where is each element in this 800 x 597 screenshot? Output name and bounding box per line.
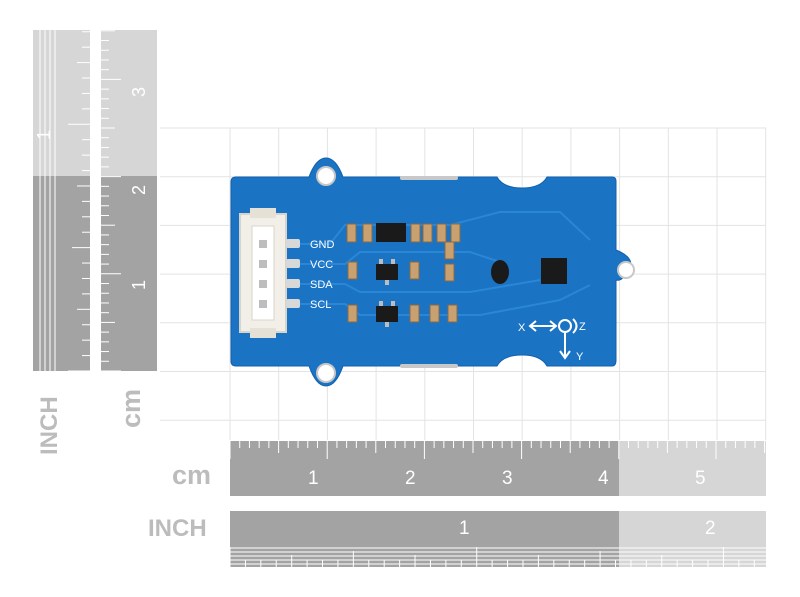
mounting-hole xyxy=(316,166,336,186)
left-cm-ruler: 1 2 3 xyxy=(101,30,157,372)
pin-label-sda: SDA xyxy=(310,279,333,291)
bottom-inch-unit-label: INCH xyxy=(148,515,207,542)
bottom-inch-tick-label-2: 2 xyxy=(705,518,716,539)
bottom-cm-ruler: 1 2 3 4 5 xyxy=(229,441,766,496)
left-cm-unit-label: cm xyxy=(116,389,146,428)
left-cm-tick-label-1: 1 xyxy=(129,280,149,290)
bottom-cm-tick-label-5: 5 xyxy=(695,468,706,489)
bottom-cm-tick-label-4: 4 xyxy=(598,468,609,489)
pin-label-gnd: GND xyxy=(310,239,335,251)
axis-label-y: Y xyxy=(576,351,584,363)
mounting-hole xyxy=(617,261,635,279)
left-cm-tick-label-2: 2 xyxy=(129,185,149,195)
left-inch-ruler: 1 xyxy=(33,30,90,372)
axis-indicator xyxy=(528,318,578,360)
left-inch-unit-label: INCH xyxy=(36,396,63,455)
grove-sensor-board: GND VCC SDA SCL xyxy=(230,157,635,387)
left-inch-tick-label-1: 1 xyxy=(34,130,54,140)
pin-label-vcc: VCC xyxy=(310,259,333,271)
axis-label-z: Z xyxy=(579,321,586,333)
bottom-inch-ruler: 1 2 xyxy=(229,511,766,567)
axis-label-x: X xyxy=(518,322,526,334)
bottom-cm-tick-label-3: 3 xyxy=(502,468,513,489)
pin-label-scl: SCL xyxy=(310,299,331,311)
bottom-cm-tick-label-2: 2 xyxy=(405,468,416,489)
bottom-cm-unit-label: cm xyxy=(172,460,211,490)
bottom-cm-tick-label-1: 1 xyxy=(308,468,319,489)
grove-connector xyxy=(239,208,300,338)
bottom-inch-tick-label-1: 1 xyxy=(459,518,470,539)
smd-components xyxy=(346,223,567,327)
mounting-hole xyxy=(316,363,336,383)
left-cm-tick-label-3: 3 xyxy=(129,87,149,97)
